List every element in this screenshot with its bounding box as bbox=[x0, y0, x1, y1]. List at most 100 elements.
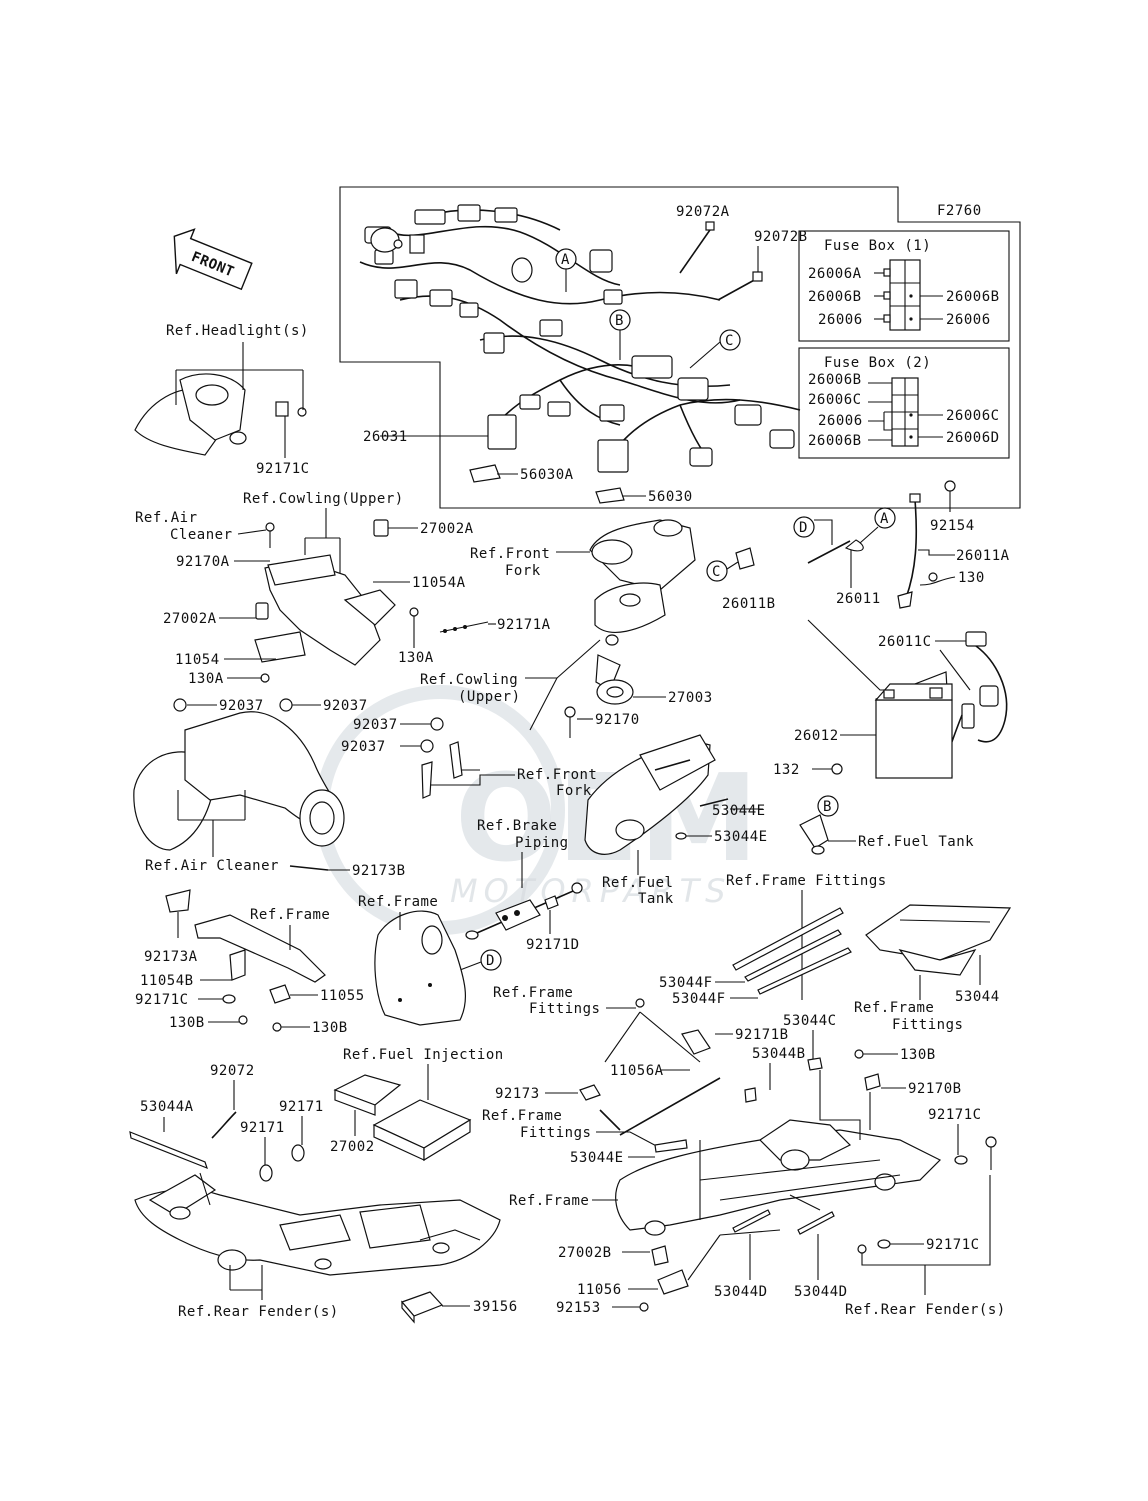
ref-frame-1: Ref.Frame bbox=[250, 907, 330, 923]
fb1-right-1: 26006 bbox=[946, 312, 991, 328]
fb2-left-0: 26006B bbox=[808, 372, 862, 388]
part-92037-2: 92037 bbox=[323, 698, 368, 714]
part-56030: 56030 bbox=[648, 489, 693, 505]
part-56030A: 56030A bbox=[520, 467, 574, 483]
part-92170B: 92170B bbox=[908, 1081, 962, 1097]
ref-air: Ref.Air bbox=[135, 510, 198, 526]
ref-cowling-upper: Ref.Cowling(Upper) bbox=[243, 491, 404, 507]
frame-fitting-tray bbox=[865, 904, 1012, 976]
part-27002A-2: 27002A bbox=[163, 611, 217, 627]
svg-text:C: C bbox=[712, 564, 721, 580]
part-27002B: 27002B bbox=[558, 1245, 612, 1261]
part-26011B: 26011B bbox=[722, 596, 776, 612]
part-92171-1: 92171 bbox=[279, 1099, 324, 1115]
cowling-bracket bbox=[254, 519, 419, 683]
part-92171C-right2: 92171C bbox=[926, 1237, 980, 1253]
part-26011A: 26011A bbox=[956, 548, 1010, 564]
frame-front-section bbox=[374, 910, 466, 1026]
ref-cowling-upper-2a: Ref.Cowling bbox=[420, 672, 518, 688]
part-92170A: 92170A bbox=[176, 554, 230, 570]
rear-fender-assembly bbox=[134, 1174, 501, 1276]
ecu-unit bbox=[333, 1074, 472, 1162]
ref-frame-fit-2a: Ref.Frame bbox=[493, 985, 573, 1001]
figure-code: F2760 bbox=[937, 203, 982, 219]
svg-text:B: B bbox=[823, 799, 832, 815]
part-27002A-1: 27002A bbox=[420, 521, 474, 537]
part-39156: 39156 bbox=[473, 1299, 518, 1315]
svg-text:A: A bbox=[880, 511, 889, 527]
part-92072: 92072 bbox=[210, 1063, 255, 1079]
part-53044E-3: 53044E bbox=[570, 1150, 624, 1166]
part-92171D: 92171D bbox=[526, 937, 580, 953]
fuse-box-2-title: Fuse Box (2) bbox=[824, 355, 931, 371]
fb1-left-2: 26006 bbox=[818, 312, 863, 328]
part-26011C: 26011C bbox=[878, 634, 932, 650]
part-92037-3: 92037 bbox=[353, 717, 398, 733]
fuse-box-1: Fuse Box (1) 26006A 26006B 26006 26006B … bbox=[798, 230, 1010, 342]
callout-d-battery: D bbox=[793, 516, 815, 538]
part-53044F-1: 53044F bbox=[659, 975, 713, 991]
battery-cable-26011C bbox=[943, 631, 1008, 761]
ref-rear-fender-right: Ref.Rear Fender(s) bbox=[845, 1302, 1006, 1318]
ref-air-cleaner-sub: Cleaner bbox=[170, 527, 233, 543]
ref-front-fork-2b: Fork bbox=[556, 783, 592, 799]
ref-brake-a: Ref.Brake bbox=[477, 818, 557, 834]
battery-26012 bbox=[874, 671, 953, 779]
ref-frame-3: Ref.Frame bbox=[509, 1193, 589, 1209]
ref-fuel-tank-2b: Tank bbox=[638, 891, 674, 907]
front-fork-bracket bbox=[564, 519, 696, 738]
svg-text:B: B bbox=[615, 313, 624, 329]
part-11055: 11055 bbox=[320, 988, 365, 1004]
ref-fuel-tank-2a: Ref.Fuel bbox=[602, 875, 673, 891]
ref-front-fork-b: Fork bbox=[505, 563, 541, 579]
ref-air-cleaner: Ref.Air Cleaner bbox=[145, 858, 279, 874]
brake-piping-junction bbox=[465, 882, 583, 940]
svg-text:C: C bbox=[725, 333, 734, 349]
ref-frame-fit-3a: Ref.Frame bbox=[854, 1000, 934, 1016]
part-27002: 27002 bbox=[330, 1139, 375, 1155]
fuse-box-1-title: Fuse Box (1) bbox=[824, 238, 931, 254]
part-92170: 92170 bbox=[595, 712, 640, 728]
part-53044: 53044 bbox=[955, 989, 1000, 1005]
callout-b-harness: B bbox=[609, 309, 631, 360]
fuse-box-2: Fuse Box (2) 26006B 26006C 26006 26006B … bbox=[798, 347, 1010, 459]
ref-brake-b: Piping bbox=[515, 835, 569, 851]
fb2-right-0: 26006C bbox=[946, 408, 1000, 424]
part-130B-1: 130B bbox=[169, 1015, 205, 1031]
part-53044E-1: 53044E bbox=[712, 803, 766, 819]
part-130B-3: 130B bbox=[900, 1047, 936, 1063]
part-11054: 11054 bbox=[175, 652, 220, 668]
part-53044A: 53044A bbox=[140, 1099, 194, 1115]
part-130A-2: 130A bbox=[188, 671, 224, 687]
part-92171B: 92171B bbox=[735, 1027, 789, 1043]
part-11054B: 11054B bbox=[140, 973, 194, 989]
fb1-right-0: 26006B bbox=[946, 289, 1000, 305]
part-130A-1: 130A bbox=[398, 650, 434, 666]
part-92037-4: 92037 bbox=[341, 739, 386, 755]
part-92171C-left: 92171C bbox=[135, 992, 189, 1008]
fb2-right-1: 26006D bbox=[946, 430, 1000, 446]
callout-a-battery: A bbox=[874, 507, 896, 529]
part-11056: 11056 bbox=[577, 1282, 622, 1298]
ref-frame-fit-3b: Fittings bbox=[892, 1017, 963, 1033]
part-92171C-top: 92171C bbox=[256, 461, 310, 477]
part-53044E-2: 53044E bbox=[714, 829, 768, 845]
part-130B-2: 130B bbox=[312, 1020, 348, 1036]
svg-text:A: A bbox=[561, 252, 570, 268]
ref-cowling-upper-2b: (Upper) bbox=[458, 689, 521, 705]
part-92171A-icon bbox=[439, 621, 489, 633]
part-92173: 92173 bbox=[495, 1086, 540, 1102]
ref-frame-fittings-top: Ref.Frame Fittings bbox=[726, 873, 887, 889]
part-27003: 27003 bbox=[668, 690, 713, 706]
ref-frame-fit-4b: Fittings bbox=[520, 1125, 591, 1141]
part-92173B: 92173B bbox=[352, 863, 406, 879]
air-cleaner-ducts bbox=[133, 698, 345, 851]
part-53044F-2: 53044F bbox=[672, 991, 726, 1007]
part-53044D-2: 53044D bbox=[794, 1284, 848, 1300]
fb1-left-0: 26006A bbox=[808, 266, 862, 282]
watermark-text: MOTORPARTS bbox=[450, 872, 731, 910]
main-wiring-harness bbox=[359, 204, 801, 473]
part-26012: 26012 bbox=[794, 728, 839, 744]
callout-d-frame: D bbox=[459, 949, 502, 971]
